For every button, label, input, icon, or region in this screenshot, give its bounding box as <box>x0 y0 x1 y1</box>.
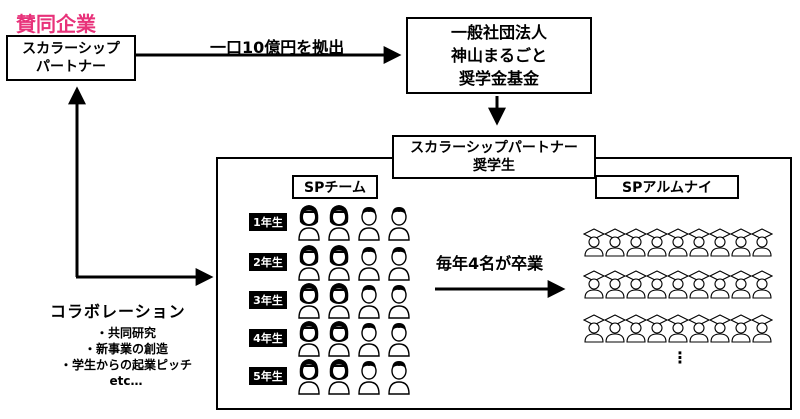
sp-team-title: SPチーム <box>304 180 366 196</box>
collab-item-4: etc… <box>109 374 143 388</box>
sponsor-tag: 賛同企業 <box>16 12 96 36</box>
student-box: スカラーシップパートナー 奨学生 <box>392 135 596 179</box>
foundation-line1: 一般社団法人 <box>450 23 547 42</box>
student-row-3 <box>295 280 415 320</box>
foundation-box: 一般社団法人 神山まるごと 奨学金基金 <box>406 17 592 94</box>
graduation-label: 毎年4名が卒業 <box>436 254 544 273</box>
alumni-row-3 <box>583 308 773 350</box>
collaboration-list: ・共同研究 ・新事業の創造 ・学生からの起業ピッチ etc… <box>36 325 216 389</box>
investment-label: 一口10億円を拠出 <box>210 38 345 57</box>
year-badge-3: 3年生 <box>249 291 287 309</box>
foundation-line3: 奨学金基金 <box>458 69 539 88</box>
sponsor-line2: パートナー <box>36 59 106 75</box>
student-row-4 <box>295 318 415 358</box>
student-row-1 <box>295 202 415 242</box>
collab-item-3: ・学生からの起業ピッチ <box>59 358 192 372</box>
more-indicator: ⋮ <box>672 348 688 367</box>
student-row-5 <box>295 356 415 396</box>
foundation-line2: 神山まるごと <box>450 46 547 65</box>
year-badge-4: 4年生 <box>249 329 287 347</box>
student-line1: スカラーシップパートナー <box>410 140 578 156</box>
student-row-2 <box>295 242 415 282</box>
sp-team-label: SPチーム <box>292 175 378 199</box>
alumni-title: SPアルムナイ <box>622 180 712 196</box>
alumni-label: SPアルムナイ <box>595 175 739 199</box>
alumni-row-1 <box>583 222 773 264</box>
year-badge-5: 5年生 <box>249 367 287 385</box>
alumni-row-2 <box>583 264 773 306</box>
year-badge-1: 1年生 <box>249 213 287 231</box>
collaboration-title: コラボレーション <box>50 302 186 321</box>
sponsor-box: スカラーシップ パートナー <box>6 35 136 81</box>
sponsor-line1: スカラーシップ <box>22 41 120 57</box>
student-line2: 奨学生 <box>473 158 515 174</box>
collab-item-2: ・新事業の創造 <box>83 342 168 356</box>
collab-item-1: ・共同研究 <box>95 326 156 340</box>
year-badge-2: 2年生 <box>249 253 287 271</box>
